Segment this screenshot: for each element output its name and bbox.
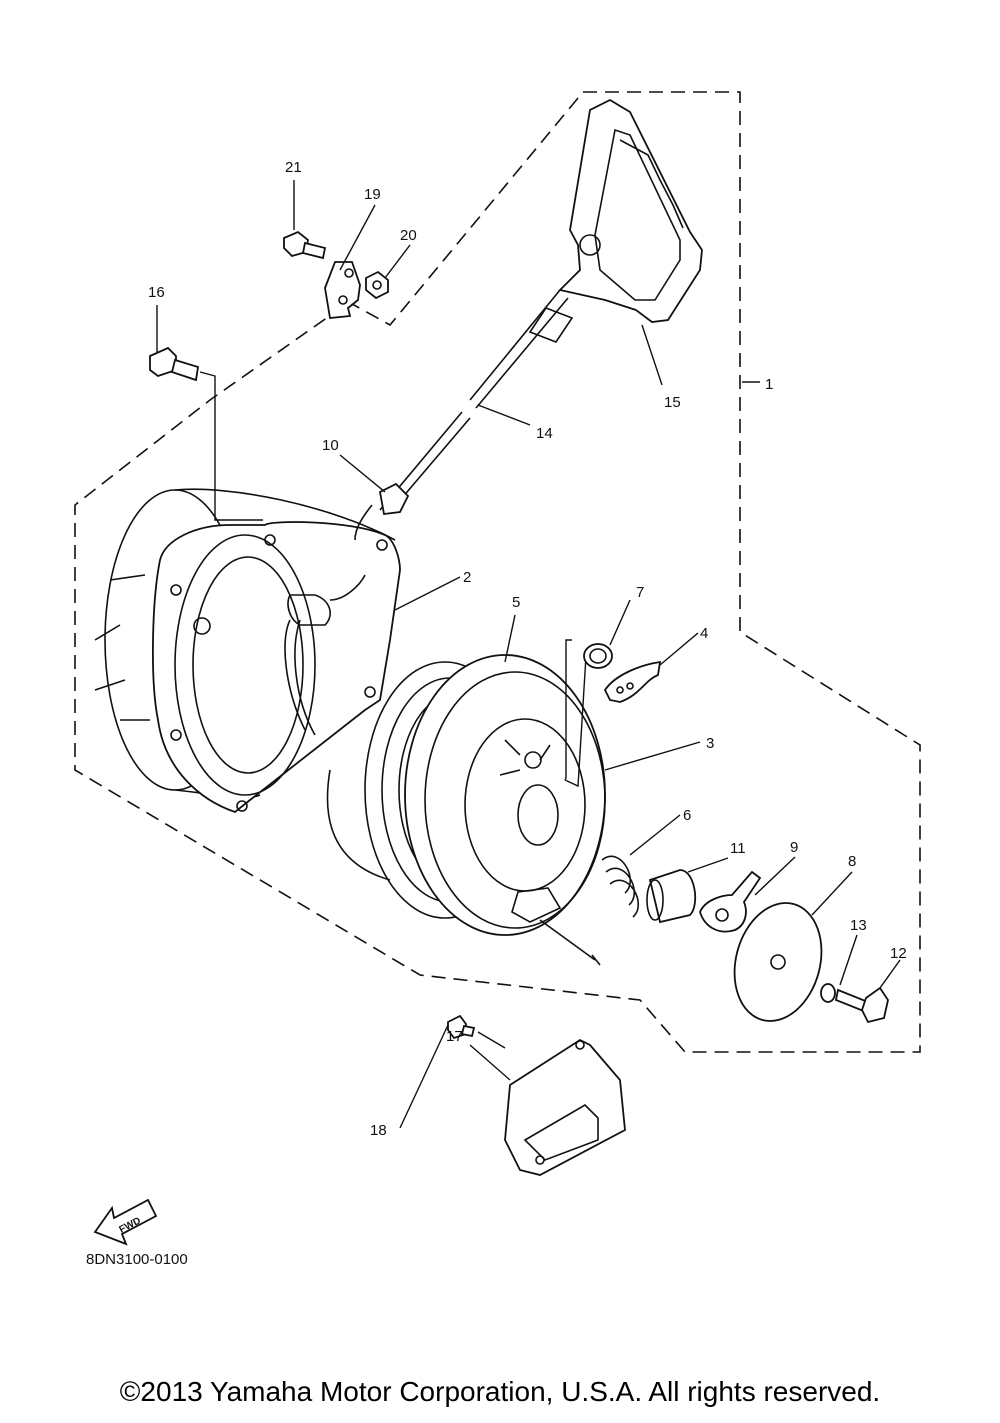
label-15: 15 xyxy=(664,394,681,411)
label-4: 4 xyxy=(700,625,708,642)
copyright-notice: ©2013 Yamaha Motor Corporation, U.S.A. A… xyxy=(119,1376,881,1407)
label-20: 20 xyxy=(400,227,417,244)
label-12: 12 xyxy=(890,945,907,962)
label-21: 21 xyxy=(285,159,302,176)
label-19: 19 xyxy=(364,186,381,203)
label-17: 17 xyxy=(446,1028,463,1045)
label-14: 14 xyxy=(536,425,553,442)
label-13: 13 xyxy=(850,917,867,934)
label-16: 16 xyxy=(148,284,165,301)
drive-plate-9 xyxy=(699,870,762,933)
label-10: 10 xyxy=(322,437,339,454)
bolt-16 xyxy=(149,346,263,521)
label-5: 5 xyxy=(512,594,520,611)
washer-13 xyxy=(820,983,836,1003)
collar-11 xyxy=(646,869,697,924)
spring-7 xyxy=(583,643,613,669)
plate-8 xyxy=(733,902,823,1022)
label-9: 9 xyxy=(790,839,798,856)
fwd-arrow-icon: FWD xyxy=(93,1198,158,1246)
nut-20 xyxy=(365,270,389,300)
label-7: 7 xyxy=(636,584,644,601)
bolt-21 xyxy=(283,230,327,260)
pawl-4 xyxy=(603,660,662,703)
handle-15 xyxy=(558,98,703,323)
label-18: 18 xyxy=(370,1122,387,1139)
grommet-10 xyxy=(378,482,410,515)
label-6: 6 xyxy=(683,807,691,824)
label-8: 8 xyxy=(848,853,856,870)
part-number-labels: 1 2 3 4 5 6 7 8 9 10 11 12 13 14 15 16 1… xyxy=(148,159,907,1139)
label-3: 3 xyxy=(706,735,714,752)
leader-lines xyxy=(156,180,901,1129)
rope-14 xyxy=(354,289,574,541)
bolt-18 xyxy=(447,1014,506,1049)
bolt-12 xyxy=(834,986,889,1024)
pulley-3 xyxy=(326,654,606,966)
label-1: 1 xyxy=(765,376,773,393)
label-11: 11 xyxy=(730,840,746,857)
guide-17 xyxy=(504,1038,626,1176)
drawing-code: 8DN3100-0100 xyxy=(86,1251,188,1268)
bracket-19 xyxy=(324,261,361,319)
spring-6 xyxy=(601,855,639,918)
assembly-boundary xyxy=(74,91,921,1053)
starter-case xyxy=(94,488,401,814)
label-2: 2 xyxy=(463,569,471,586)
